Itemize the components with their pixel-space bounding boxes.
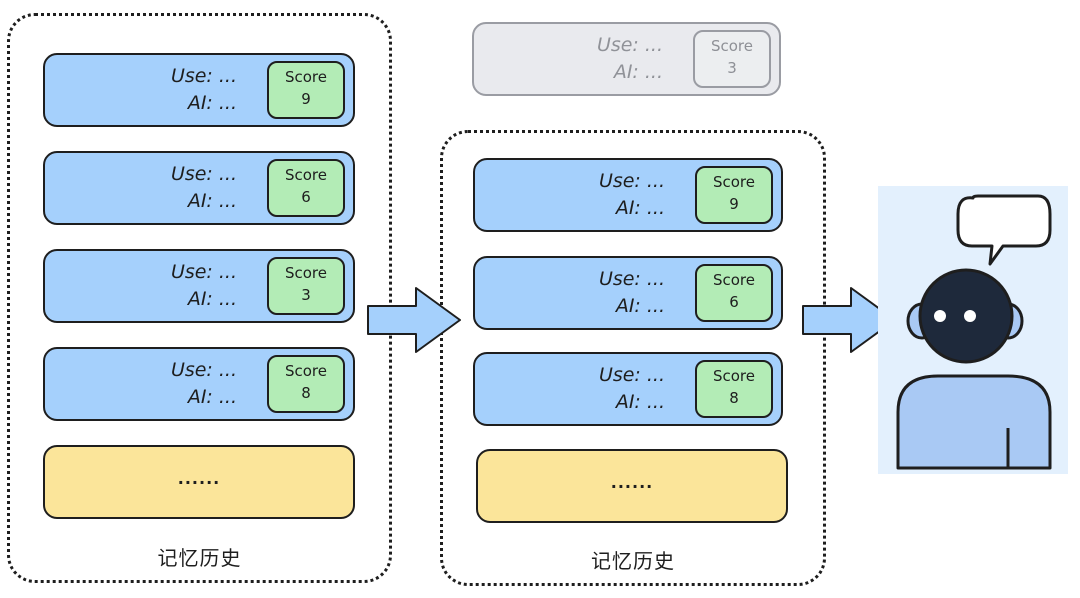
group-label: 记忆历史 (591, 549, 675, 573)
ai-message: AI: ... (615, 295, 665, 317)
dropped-memory-card: Use: ... AI: ... Score 3 (472, 22, 781, 96)
message-text: Use: ... AI: ... (171, 259, 237, 313)
ai-message: AI: ... (187, 190, 237, 212)
ellipsis-card: ...... (43, 445, 355, 519)
ai-message: AI: ... (613, 61, 663, 83)
message-text: Use: ... AI: ... (599, 168, 665, 222)
score-badge: Score 9 (695, 166, 773, 224)
memory-card: Use: ... AI: ... Score 9 (473, 158, 783, 232)
ai-message: AI: ... (187, 288, 237, 310)
score-value: 9 (301, 90, 311, 108)
memory-card: Use: ... AI: ... Score 6 (473, 256, 783, 330)
user-message: Use: ... (170, 359, 237, 381)
score-badge: Score 3 (267, 257, 345, 315)
ai-message: AI: ... (615, 391, 665, 413)
user-message: Use: ... (170, 65, 237, 87)
right-arrow-icon (367, 287, 461, 353)
robot-icon (878, 186, 1068, 474)
ellipsis-card: ...... (476, 449, 788, 523)
message-text: Use: ... AI: ... (597, 32, 663, 86)
score-badge: Score 3 (693, 30, 771, 88)
user-message: Use: ... (598, 268, 665, 290)
group-label: 记忆历史 (157, 546, 242, 570)
score-value: 8 (729, 389, 739, 407)
score-badge: Score 8 (267, 355, 345, 413)
memory-card: Use: ... AI: ... Score 3 (43, 249, 355, 323)
score-label: Score (710, 37, 753, 55)
memory-card: Use: ... AI: ... Score 6 (43, 151, 355, 225)
user-message: Use: ... (170, 163, 237, 185)
score-value: 8 (301, 384, 311, 402)
user-message: Use: ... (170, 261, 237, 283)
score-value: 6 (729, 293, 739, 311)
ellipsis-text: ...... (610, 473, 654, 492)
score-badge: Score 6 (695, 264, 773, 322)
score-label: Score (284, 362, 327, 380)
score-label: Score (712, 367, 755, 385)
memory-history-group-left: Use: ... AI: ... Score 9 Use: ... AI: ..… (7, 13, 392, 583)
user-message: Use: ... (598, 364, 665, 386)
user-message: Use: ... (596, 34, 663, 56)
score-value: 6 (301, 188, 311, 206)
user-message: Use: ... (598, 170, 665, 192)
score-label: Score (712, 271, 755, 289)
score-value: 3 (301, 286, 311, 304)
score-value: 3 (727, 59, 737, 77)
speech-bubble-icon (956, 194, 1052, 266)
message-text: Use: ... AI: ... (599, 266, 665, 320)
ai-message: AI: ... (615, 197, 665, 219)
score-badge: Score 8 (695, 360, 773, 418)
right-arrow-icon (802, 287, 896, 353)
memory-card: Use: ... AI: ... Score 8 (43, 347, 355, 421)
score-label: Score (284, 166, 327, 184)
score-label: Score (284, 264, 327, 282)
memory-card: Use: ... AI: ... Score 9 (43, 53, 355, 127)
score-badge: Score 6 (267, 159, 345, 217)
score-label: Score (284, 68, 327, 86)
message-text: Use: ... AI: ... (171, 63, 237, 117)
score-value: 9 (729, 195, 739, 213)
ai-message: AI: ... (187, 92, 237, 114)
ellipsis-text: ...... (177, 469, 221, 488)
memory-history-group-right: Use: ... AI: ... Score 9 Use: ... AI: ..… (440, 130, 826, 586)
message-text: Use: ... AI: ... (599, 362, 665, 416)
score-badge: Score 9 (267, 61, 345, 119)
score-label: Score (712, 173, 755, 191)
message-text: Use: ... AI: ... (171, 357, 237, 411)
ai-message: AI: ... (187, 386, 237, 408)
message-text: Use: ... AI: ... (171, 161, 237, 215)
memory-card: Use: ... AI: ... Score 8 (473, 352, 783, 426)
